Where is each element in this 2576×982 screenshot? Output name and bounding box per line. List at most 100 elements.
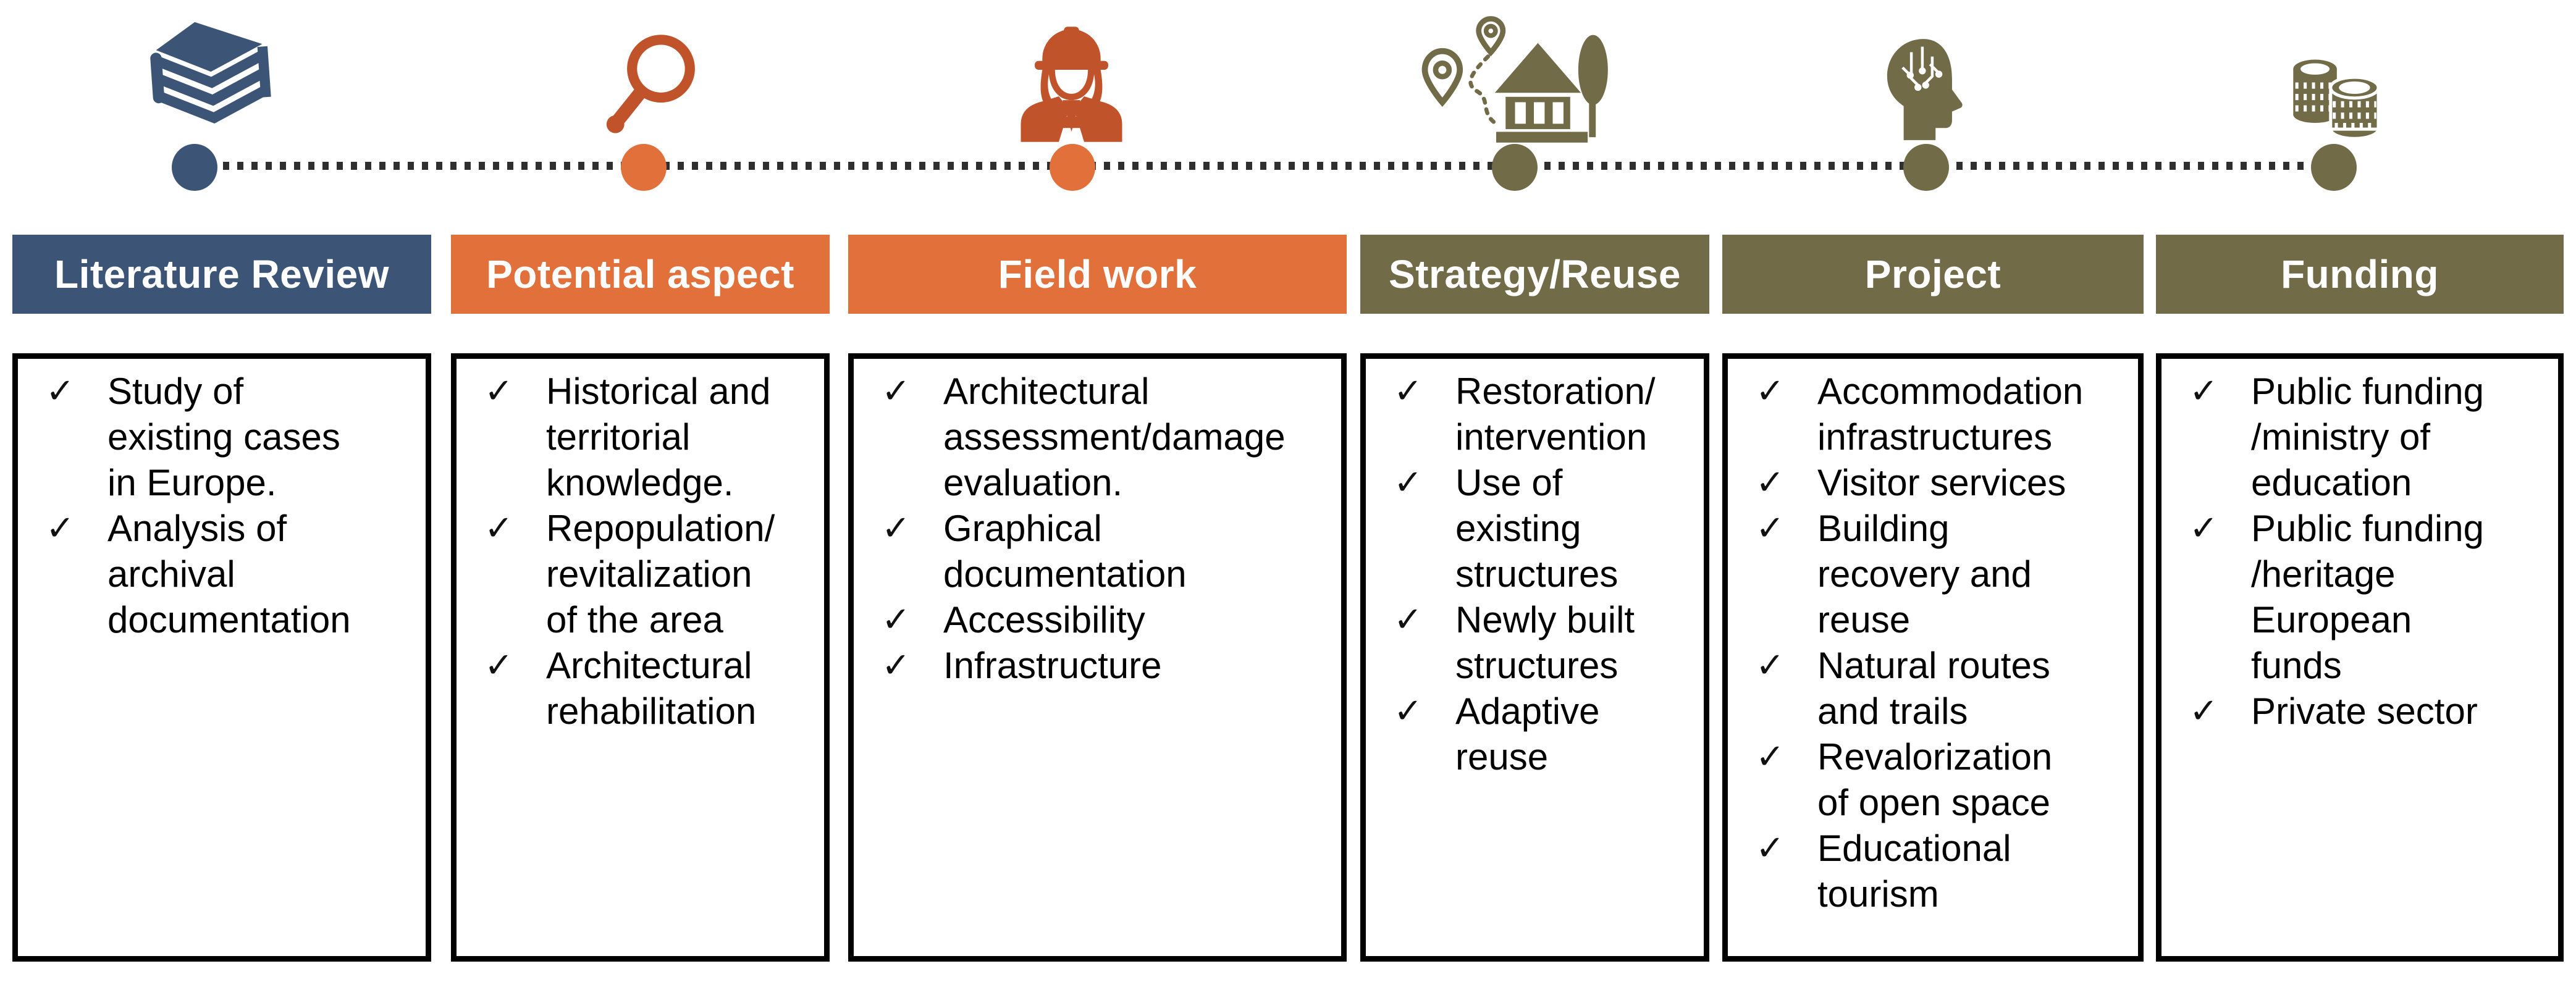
checklist-item-text: Accommodation infrastructures [1817, 371, 2084, 458]
check-icon: ✓ [1394, 463, 1423, 503]
checklist-item-text: Accessibility [943, 599, 1145, 640]
check-icon: ✓ [484, 371, 513, 411]
stage-header-bar: Project [1722, 235, 2144, 314]
check-icon: ✓ [484, 645, 513, 686]
check-icon: ✓ [484, 508, 513, 548]
checklist-item: ✓ Accessibility [882, 597, 1326, 643]
checklist-item-text: Private sector [2251, 690, 2478, 732]
checklist-item: ✓ Building recovery and reuse [1756, 506, 2123, 643]
timeline-dot [1492, 144, 1538, 191]
stage-header-bar: Literature Review [12, 235, 431, 314]
checklist-item: ✓Repopulation/ revitalization of the are… [484, 506, 809, 643]
checklist-item-text: Educational tourism [1817, 828, 2011, 915]
checklist-item: ✓ Educational tourism [1756, 826, 2123, 917]
timeline-dot [1050, 144, 1095, 191]
check-icon: ✓ [2189, 691, 2218, 731]
checklist-item: ✓ Accommodation infrastructures [1756, 369, 2123, 460]
check-icon: ✓ [882, 600, 911, 640]
checklist-item-text: Natural routes and trails [1817, 645, 2050, 732]
check-icon: ✓ [882, 645, 911, 686]
checklist-item: ✓Infrastructure [882, 643, 1326, 689]
check-icon: ✓ [882, 371, 911, 411]
checklist-item: ✓ Study of existing cases in Europe. [46, 369, 411, 506]
checklist-item-text: Study of existing cases in Europe. [107, 371, 340, 503]
stage-literature-review: Literature Review ✓ Study of existing cas… [12, 0, 431, 982]
stage-header-bar: Field work [848, 235, 1347, 314]
checklist-item: ✓ Revalorization of open space [1756, 734, 2123, 826]
check-icon: ✓ [46, 371, 75, 411]
timeline-dotted-line [195, 162, 2335, 170]
checklist-item-text: Public funding /ministry of education [2251, 371, 2484, 503]
checklist-item-text: Architectural assessment/damage evaluati… [943, 371, 1286, 503]
checklist-item-text: Newly built structures [1455, 599, 1635, 686]
books-icon [148, 19, 275, 145]
checklist-item: ✓ Graphical documentation [882, 506, 1326, 597]
checklist-item: ✓ Private sector [2189, 689, 2543, 734]
stage-title: Funding [2281, 252, 2439, 296]
check-icon: ✓ [2189, 371, 2218, 411]
checklist-item-text: Revalorization of open space [1817, 736, 2053, 823]
checklist-item-text: Adaptive reuse [1455, 690, 1600, 778]
check-icon: ✓ [1756, 645, 1785, 686]
stage-checklist-box: ✓ Historical and territorial knowledge.✓R… [451, 353, 830, 962]
stage-header-bar: Potential aspect [451, 235, 830, 314]
stage-title: Literature Review [54, 252, 390, 296]
checklist-item: ✓Analysis of archival documentation [46, 506, 411, 643]
checklist-item-text: Building recovery and reuse [1817, 508, 2032, 640]
check-icon: ✓ [882, 508, 911, 548]
coins-icon [2275, 42, 2395, 146]
check-icon: ✓ [1756, 508, 1785, 548]
check-icon: ✓ [1394, 600, 1423, 640]
stage-checklist-box: ✓ Public funding /ministry of education ✓ P… [2156, 353, 2564, 962]
checklist-item-text: Graphical documentation [943, 508, 1187, 595]
timeline [0, 0, 2576, 222]
magnifier-icon [594, 31, 705, 142]
checklist-item-text: Use of existing structures [1455, 462, 1618, 595]
check-icon: ✓ [1756, 828, 1785, 868]
checklist-item-text: Historical and territorial knowledge. [546, 371, 771, 503]
checklist-item: ✓ Architectural rehabilitation [484, 643, 809, 734]
checklist-item-text: Architectural rehabilitation [546, 645, 757, 732]
stage-checklist-box: ✓ Accommodation infrastructures ✓ Visitor s… [1722, 353, 2144, 962]
checklist-item: ✓ Natural routes and trails [1756, 643, 2123, 734]
stage-funding: Funding ✓ Public funding /ministry of edu… [2156, 0, 2564, 982]
checklist-item-text: Analysis of archival documentation [107, 508, 351, 640]
timeline-dot [1903, 144, 1949, 191]
checklist-item-text: Public funding /heritage European funds [2251, 508, 2484, 686]
checklist-item: ✓ Public funding /heritage European funds [2189, 506, 2543, 689]
checklist-item: ✓ Newly built structures [1394, 597, 1689, 689]
stage-checklist-box: ✓ Architectural assessment/damage evaluat… [848, 353, 1347, 962]
stage-header-bar: Strategy/Reuse [1360, 235, 1709, 314]
timeline-dot [2311, 144, 2357, 191]
check-icon: ✓ [1756, 463, 1785, 503]
stage-checklist-box: ✓ Restoration/ intervention ✓ Use of existi… [1360, 353, 1709, 962]
stage-header-bar: Funding [2156, 235, 2564, 314]
checklist-item: ✓ Restoration/ intervention [1394, 369, 1689, 460]
check-icon: ✓ [1756, 371, 1785, 411]
checklist-item: ✓ Use of existing structures [1394, 460, 1689, 597]
stage-checklist-box: ✓ Study of existing cases in Europe.✓Anal… [12, 353, 431, 962]
check-icon: ✓ [1394, 691, 1423, 731]
stage-title: Strategy/Reuse [1389, 252, 1681, 296]
stage-project: Project ✓ Accommodation infrastructures ✓ V… [1722, 0, 2144, 982]
check-icon: ✓ [1394, 371, 1423, 411]
stage-potential-aspect: Potential aspect ✓ Historical and territo… [451, 0, 830, 982]
stage-title: Potential aspect [486, 252, 794, 296]
checklist-item: ✓ Public funding /ministry of education [2189, 369, 2543, 506]
checklist-item: ✓ Visitor services [1756, 460, 2123, 506]
check-icon: ✓ [1756, 737, 1785, 777]
check-icon: ✓ [2189, 508, 2218, 548]
checklist-item-text: Visitor services [1817, 462, 2066, 503]
timeline-dot [621, 144, 667, 191]
timeline-dot [172, 144, 217, 191]
house-route-icon [1421, 16, 1609, 151]
stage-title: Project [1864, 252, 2001, 296]
construction-worker-icon [1008, 17, 1135, 150]
stage-strategy-reuse: Strategy/Reuse ✓ Restoration/ interventio… [1360, 0, 1709, 982]
stage-title: Field work [998, 252, 1197, 296]
stage-field-work: Field work ✓ Architectural assessment/dam… [848, 0, 1347, 982]
checklist-item: ✓ Historical and territorial knowledge. [484, 369, 809, 506]
checklist-item-text: Restoration/ intervention [1455, 371, 1656, 458]
checklist-item: ✓ Architectural assessment/damage evaluat… [882, 369, 1326, 506]
